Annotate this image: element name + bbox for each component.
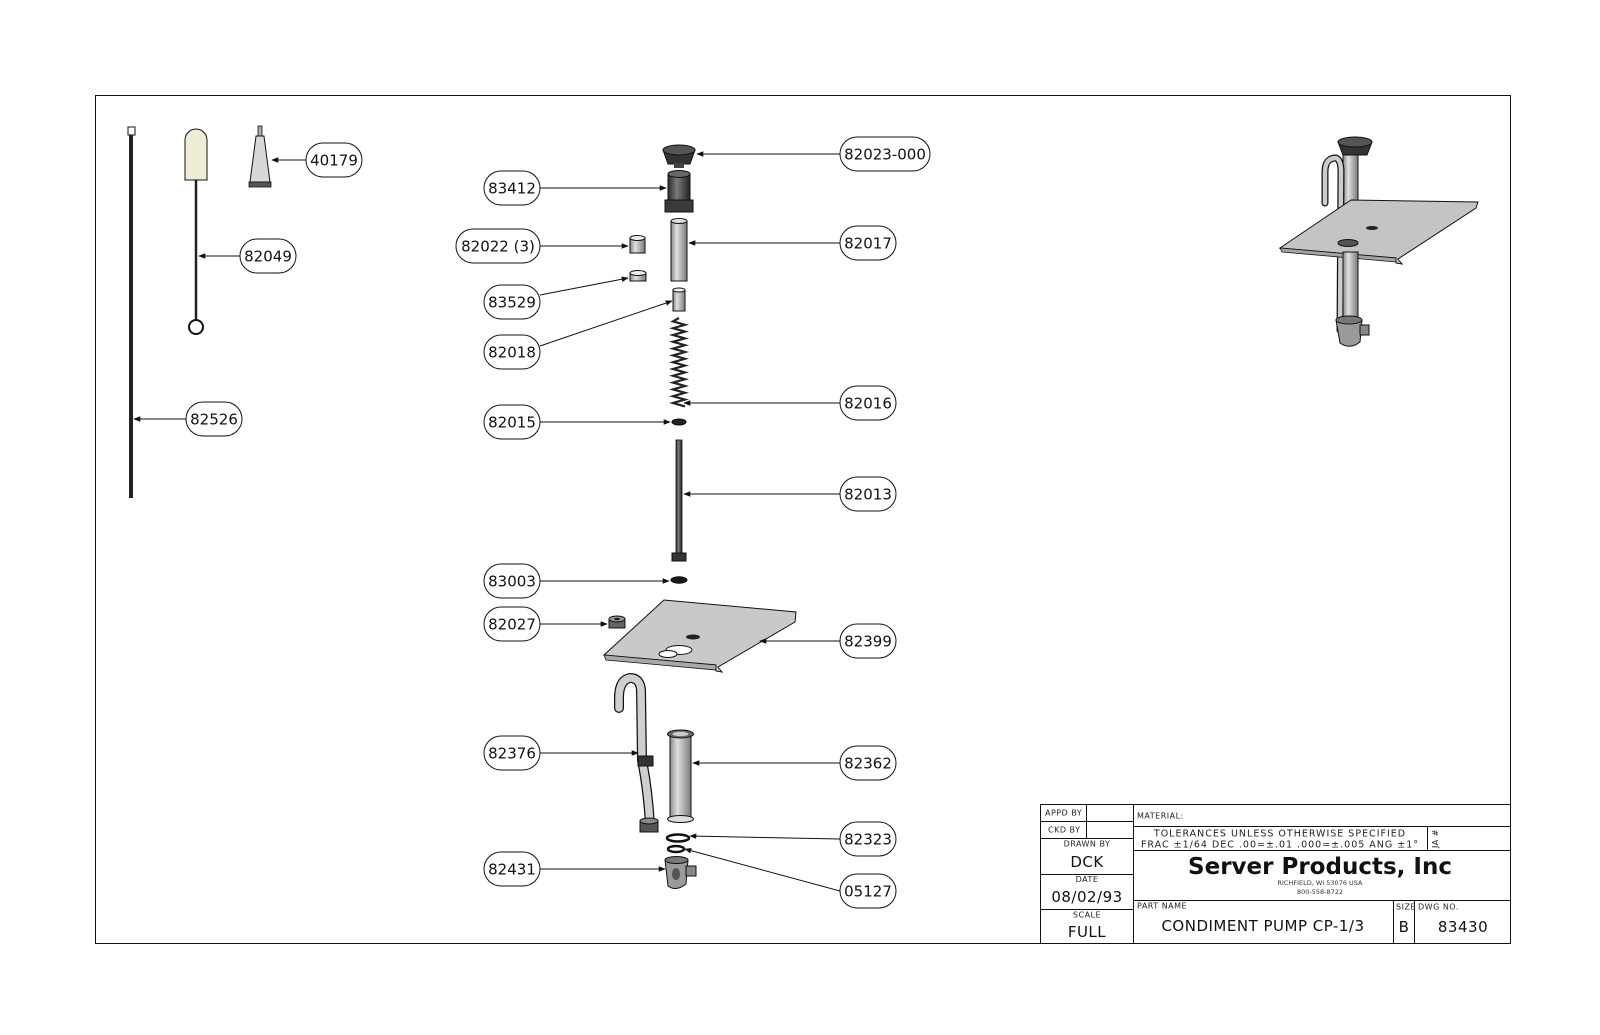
size-label: SIZE bbox=[1396, 903, 1416, 912]
callout-82399: 82399 bbox=[839, 623, 897, 659]
callout-label: 82018 bbox=[488, 344, 536, 362]
callout-82431: 82431 bbox=[483, 851, 541, 887]
part-name-value: CONDIMENT PUMP CP-1/3 bbox=[1161, 917, 1364, 935]
pump-cylinder-82362 bbox=[667, 729, 694, 823]
ckd-by-label: CKD BY bbox=[1048, 826, 1080, 835]
callout-label: 82022 (3) bbox=[461, 238, 535, 256]
callout-82017: 82017 bbox=[839, 225, 897, 261]
nut-82027 bbox=[608, 615, 626, 629]
callout-82376: 82376 bbox=[483, 735, 541, 771]
leader-lines bbox=[133, 151, 841, 892]
callout-label: 82015 bbox=[488, 414, 536, 432]
callout-label: 83529 bbox=[488, 294, 536, 312]
callout-label: 40179 bbox=[310, 152, 358, 170]
scale-label: SCALE bbox=[1073, 911, 1101, 920]
knob-82023 bbox=[662, 144, 696, 168]
discharge-tube-82376 bbox=[614, 672, 659, 833]
company-name: Server Products, Inc bbox=[1188, 854, 1452, 880]
spacer-82022 bbox=[629, 235, 646, 254]
callout-82049: 82049 bbox=[239, 238, 297, 274]
callout-label: 82323 bbox=[844, 831, 892, 849]
title-block bbox=[1040, 804, 1511, 944]
callout-label: 82027 bbox=[488, 616, 536, 634]
washer-82015 bbox=[671, 418, 687, 426]
callout-83412: 83412 bbox=[483, 170, 541, 206]
housing-83412 bbox=[664, 170, 694, 213]
ring-05127 bbox=[666, 844, 686, 854]
size-value: B bbox=[1399, 918, 1410, 936]
scale-value: FULL bbox=[1068, 923, 1106, 941]
callout-label: 82376 bbox=[488, 745, 536, 763]
plunger-rod-82013 bbox=[671, 439, 687, 562]
callout-82323: 82323 bbox=[839, 821, 897, 857]
callout-label: 82013 bbox=[844, 486, 892, 504]
lubricant-tube-40179 bbox=[248, 125, 272, 188]
callout-label: 83412 bbox=[488, 180, 536, 198]
callout-82023-000: 82023-000 bbox=[839, 136, 931, 172]
ring-83529 bbox=[629, 270, 647, 282]
sleeve-82018 bbox=[672, 287, 686, 312]
callout-label: 82049 bbox=[244, 248, 292, 266]
callout-label: 82431 bbox=[488, 861, 536, 879]
drawn-by-label: DRAWN BY bbox=[1064, 840, 1111, 849]
part-name-label: PART NAME bbox=[1137, 902, 1187, 911]
callout-82015: 82015 bbox=[483, 404, 541, 440]
spring-82016 bbox=[668, 317, 690, 408]
material-label: MATERIAL: bbox=[1137, 812, 1184, 821]
company-address: RICHFIELD, WI 53076 USA bbox=[1278, 879, 1364, 887]
o-ring-83003 bbox=[670, 576, 688, 584]
date-label: DATE bbox=[1076, 875, 1099, 884]
assembled-pump-view bbox=[1278, 136, 1479, 347]
callout-82018: 82018 bbox=[483, 334, 541, 370]
callout-82013: 82013 bbox=[839, 476, 897, 512]
company-phone: 800-558-8722 bbox=[1297, 888, 1343, 896]
callout-40179: 40179 bbox=[305, 142, 363, 178]
callout-82016: 82016 bbox=[839, 385, 897, 421]
callout-label: 82016 bbox=[844, 395, 892, 413]
callout-83529: 83529 bbox=[483, 284, 541, 320]
dwg-no-label: DWG NO. bbox=[1418, 903, 1459, 912]
appd-by-label: APPD BY bbox=[1045, 809, 1082, 818]
brush-rod-82526 bbox=[127, 126, 136, 498]
tolerances-line-1: TOLERANCES UNLESS OTHERWISE SPECIFIED bbox=[1153, 829, 1406, 840]
lid-plate-82399 bbox=[602, 599, 797, 673]
callout-82526: 82526 bbox=[185, 401, 243, 437]
valve-body-82431 bbox=[664, 856, 697, 890]
tolerances-line-2: FRAC ±1/64 DEC .00=±.01 .000=±.005 ANG ±… bbox=[1141, 840, 1419, 851]
callout-label: 82362 bbox=[844, 755, 892, 773]
callout-label: 82399 bbox=[844, 633, 892, 651]
date-value: 08/02/93 bbox=[1051, 888, 1122, 906]
callout-label: 82023-000 bbox=[844, 146, 926, 164]
drawn-by-value: DCK bbox=[1070, 853, 1104, 871]
ja-number-label: JA # bbox=[1431, 829, 1440, 849]
cylinder-82017 bbox=[670, 218, 688, 282]
callout-label: 83003 bbox=[488, 573, 536, 591]
callout-82027: 82027 bbox=[483, 606, 541, 642]
callout-label: 82526 bbox=[190, 411, 238, 429]
cleaning-brush-82049 bbox=[184, 128, 208, 335]
callout-82362: 82362 bbox=[839, 745, 897, 781]
callout-05127: 05127 bbox=[839, 873, 897, 909]
callout-82022: 82022 (3) bbox=[455, 228, 541, 264]
callout-label: 05127 bbox=[844, 883, 892, 901]
callout-label: 82017 bbox=[844, 235, 892, 253]
callout-83003: 83003 bbox=[483, 563, 541, 599]
o-ring-82323 bbox=[665, 833, 691, 843]
drawing-border bbox=[95, 95, 1511, 944]
dwg-no-value: 83430 bbox=[1438, 918, 1488, 936]
